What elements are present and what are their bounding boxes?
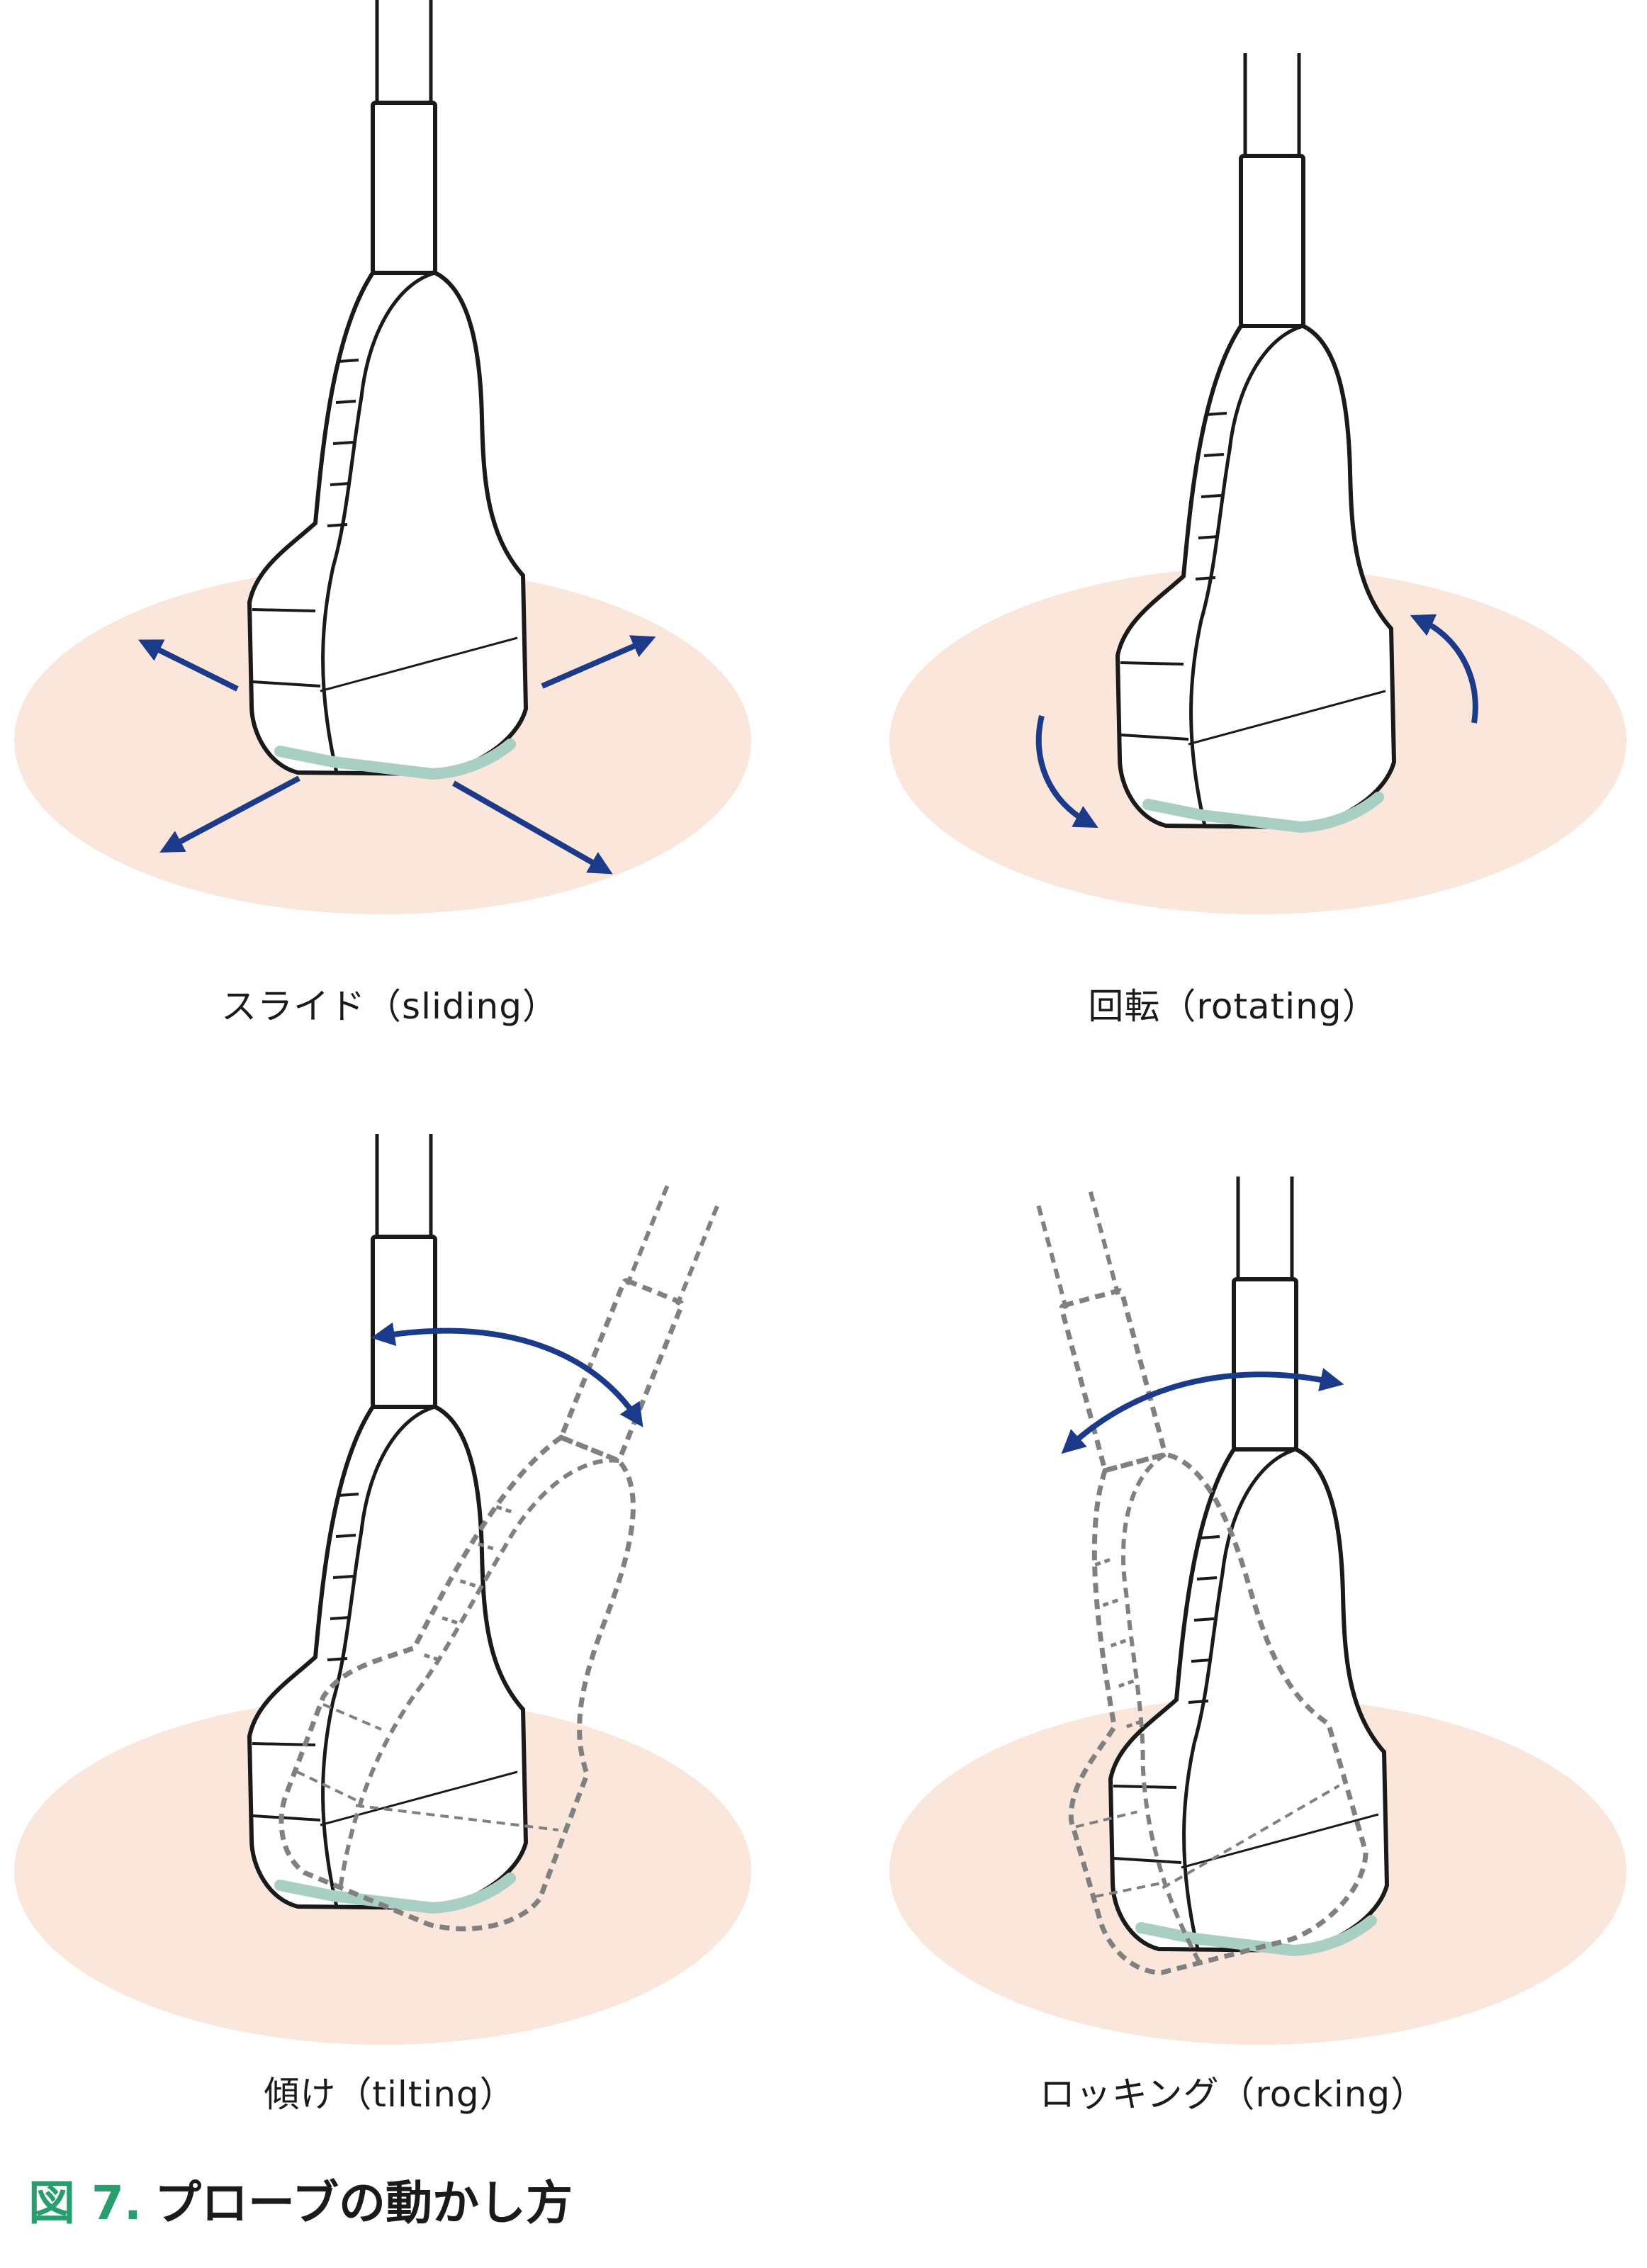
panel-tilting: [14, 1134, 805, 2045]
figure-caption: 図 7.プローブの動かし方: [28, 2165, 573, 2233]
label-sliding: スライド（sliding）: [221, 986, 558, 1027]
probe-icon: [1118, 53, 1394, 827]
tilt-arrow: [371, 1322, 643, 1427]
panel-rocking: [889, 1167, 1626, 2045]
figure-title: プローブの動かし方: [154, 2176, 573, 2230]
figure-number: 図 7.: [28, 2176, 142, 2230]
rock-arrow: [1061, 1368, 1344, 1454]
panel-sliding: [14, 0, 751, 914]
probe-icon: [249, 0, 526, 774]
panel-rotating: [889, 53, 1626, 914]
rotate-arrows: [1035, 614, 1478, 829]
slide-arrows: [137, 635, 656, 875]
label-rotating: 回転（rotating）: [1088, 986, 1378, 1027]
label-tilting: 傾け（tilting）: [264, 2074, 516, 2115]
label-rocking: ロッキング（rocking）: [1039, 2074, 1427, 2115]
